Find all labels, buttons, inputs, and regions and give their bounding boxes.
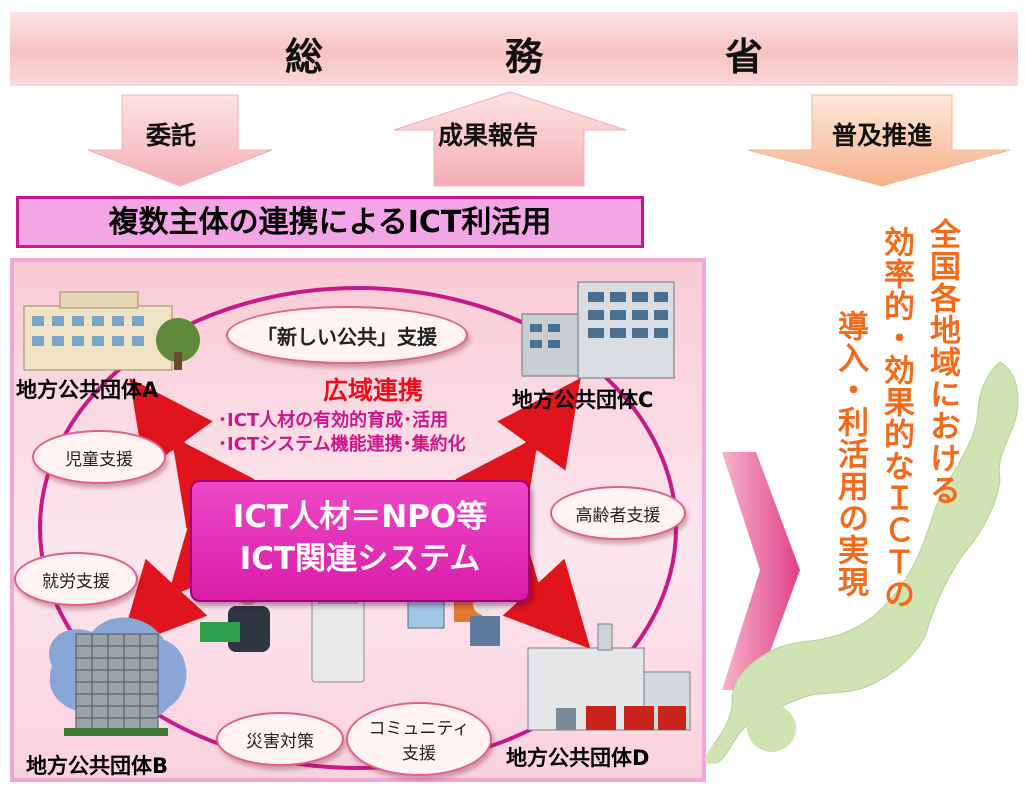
commission-arrow [87,94,273,187]
collaboration-ring [38,286,678,770]
report-arrow [393,91,627,187]
disaster-measures-oval: 災害対策 [216,712,344,766]
commission-label: 委託 [146,121,197,150]
building-b-illustration [48,617,187,736]
community-support-label-2: 支援 [402,744,436,764]
elderly-support-oval: 高齢者支援 [550,486,686,540]
building-a-illustration [23,291,200,371]
outcome-line-1: 全国各地域における [924,218,960,506]
wide-area-title: 広域連携 [322,376,423,405]
new-public-support-label: 「新しい公共」支援 [257,324,437,349]
org-c-label: 地方公共団体C [512,388,654,412]
new-public-support-oval: 「新しい公共」支援 [226,306,468,364]
elderly-support-label: 高齢者支援 [575,505,661,526]
main-title-bar: 複数主体の連携によるICT利活用 [16,196,644,248]
disaster-measures-label: 災害対策 [246,731,314,752]
employment-support-oval: 就労支援 [14,552,138,606]
org-b-label: 地方公共団体B [26,754,169,778]
ict-resource-box: ICT人材＝NPO等 ICT関連システム [190,480,530,602]
ministry-name: 総 務 省 [10,12,1018,86]
ministry-char-3: 省 [725,35,764,79]
promotion-label: 普及推進 [832,121,933,150]
org-d-label: 地方公共団体D [506,746,650,770]
outcome-arrow [722,452,800,690]
community-support-label-1: コミュニティ [368,719,470,739]
ict-resource-line-1: ICT人材＝NPO等 [232,499,488,535]
ministry-banner: 総 務 省 [10,12,1018,86]
ict-resource-line-2: ICT関連システム [239,541,481,577]
server-illustration [311,587,365,683]
community-support-oval: コミュニティ 支援 [346,702,492,776]
wide-area-bullet-2: ･ICTシステム機能連携･集約化 [218,434,466,455]
child-support-label: 児童支援 [65,449,133,470]
arrow-to-c [455,377,581,529]
arrow-to-b [119,506,256,649]
outcome-line-2: 効率的・効果的なＩＣＴの [878,226,914,610]
building-d-illustration [527,623,691,731]
promotion-arrow [747,94,1011,187]
wide-area-bullet-1: ･ICT人材の有効的育成･活用 [218,410,449,431]
ministry-char-2: 務 [505,35,544,79]
arrow-to-a [129,377,255,529]
ministry-char-1: 総 [285,35,324,79]
report-label: 成果報告 [438,121,539,150]
outcome-line-3: 導入・利活用の実現 [832,310,868,598]
org-a-label: 地方公共団体A [16,378,159,402]
main-title: 複数主体の連携によるICT利活用 [108,205,552,240]
child-support-oval: 児童支援 [32,430,166,484]
employment-support-label: 就労支援 [42,571,110,592]
japan-map [705,361,1019,765]
building-c-illustration [521,281,675,379]
